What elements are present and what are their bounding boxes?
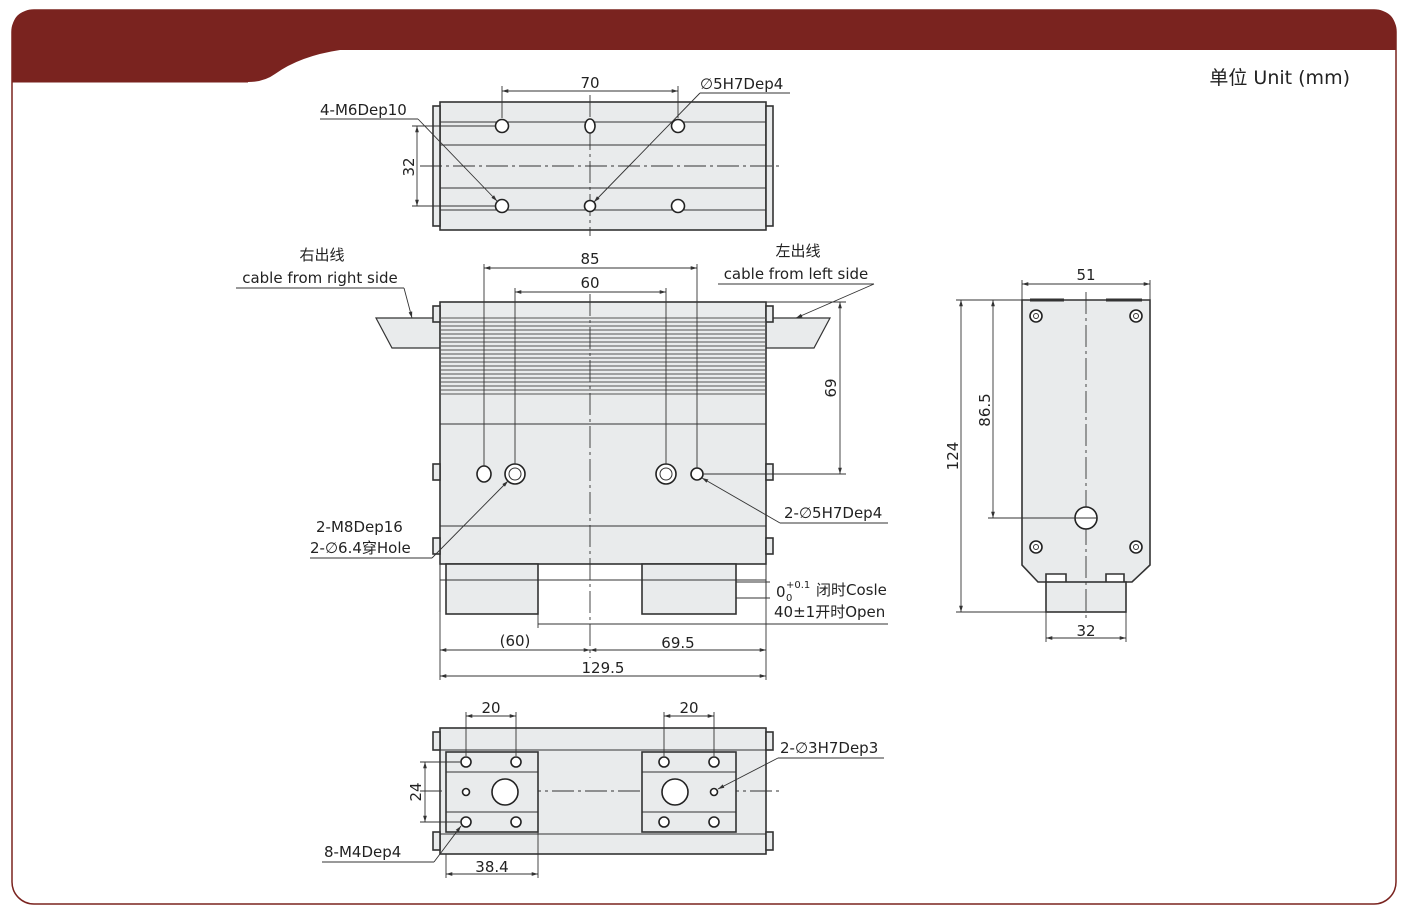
- side-screw: [1029, 540, 1043, 554]
- m4-hole: [510, 816, 522, 828]
- cooling-fins: [440, 317, 766, 395]
- m4-hole: [658, 816, 670, 828]
- svg-text:0: 0: [776, 583, 786, 601]
- dim-20-left: 20: [481, 699, 500, 717]
- callout-5h7dep4-front: 2-∅5H7Dep4: [784, 504, 882, 522]
- m4-hole: [708, 816, 720, 828]
- m4-hole: [460, 816, 472, 828]
- bottom-view: 20 20 24 38.4 8-M4Dep4 2-∅3H7Dep3: [322, 699, 884, 878]
- dim-129-5: 129.5: [582, 659, 625, 677]
- center-boss: [661, 778, 689, 806]
- dim-24: 24: [407, 782, 425, 801]
- callout-6-4-hole: 2-∅6.4穿Hole: [310, 539, 411, 557]
- top-view: 70 32 4-M6Dep10 ∅5H7Dep4: [320, 74, 790, 236]
- m4-hole: [510, 756, 522, 768]
- m6-hole: [494, 198, 510, 214]
- svg-text:闭时Cosle: 闭时Cosle: [816, 581, 887, 599]
- m6-hole: [494, 118, 510, 134]
- pin-slot: [584, 118, 596, 134]
- header-band: [12, 10, 1396, 82]
- dim-51: 51: [1076, 266, 1095, 284]
- dim-20-right: 20: [679, 699, 698, 717]
- side-screw: [1129, 540, 1143, 554]
- dim-69-5: 69.5: [661, 634, 694, 652]
- front-pin-slot: [476, 465, 492, 483]
- front-view: 85 60 69 (60) 69.5 129.5 右出线 cable from …: [236, 242, 888, 680]
- jaw-plate-right: [641, 751, 737, 833]
- cable-left-en: cable from left side: [724, 265, 869, 283]
- unit-label: 单位 Unit (mm): [1209, 67, 1350, 89]
- dim-paren-60: (60): [500, 632, 531, 650]
- stroke-close-label: 0 +0.1 0 闭时Cosle: [776, 580, 887, 604]
- dim-70: 70: [580, 74, 599, 92]
- m8-hole: [655, 463, 677, 485]
- dim-32-side: 32: [1076, 622, 1095, 640]
- svg-text:0: 0: [786, 593, 792, 604]
- cable-right-cn: 右出线: [299, 246, 344, 264]
- cable-right-en: cable from right side: [242, 269, 398, 287]
- m4-hole: [460, 756, 472, 768]
- 3h7-hole: [709, 787, 719, 797]
- jaw-left: [445, 563, 539, 615]
- center-boss: [491, 778, 519, 806]
- side-screw: [1129, 309, 1143, 323]
- side-view: 51 86.5 124 32: [944, 266, 1151, 642]
- jaw-right: [641, 563, 737, 615]
- m6-hole: [670, 118, 686, 134]
- callout-5h7dep4-top: ∅5H7Dep4: [700, 75, 783, 93]
- dim-85: 85: [580, 250, 599, 268]
- dim-38-4: 38.4: [475, 858, 508, 876]
- front-pin-hole: [690, 467, 704, 481]
- 3h7-hole: [461, 787, 471, 797]
- dim-86-5: 86.5: [976, 393, 994, 426]
- m4-hole: [708, 756, 720, 768]
- svg-text:+0.1: +0.1: [786, 580, 810, 591]
- callout-m6dep10: 4-M6Dep10: [320, 101, 407, 119]
- m6-hole: [670, 198, 686, 214]
- side-screw: [1029, 309, 1043, 323]
- dim-60: 60: [580, 274, 599, 292]
- dim-124: 124: [944, 442, 962, 471]
- dim-69: 69: [822, 378, 840, 397]
- cable-left-cn: 左出线: [775, 242, 820, 260]
- front-view-body: [439, 301, 767, 565]
- dim-32-top: 32: [400, 157, 418, 176]
- callout-m4dep4: 8-M4Dep4: [324, 843, 401, 861]
- callout-3h7dep3: 2-∅3H7Dep3: [780, 739, 878, 757]
- pin-hole: [583, 199, 597, 213]
- stroke-open-label: 40±1开时Open: [774, 603, 885, 621]
- callout-m8dep16: 2-M8Dep16: [316, 518, 403, 536]
- m4-hole: [658, 756, 670, 768]
